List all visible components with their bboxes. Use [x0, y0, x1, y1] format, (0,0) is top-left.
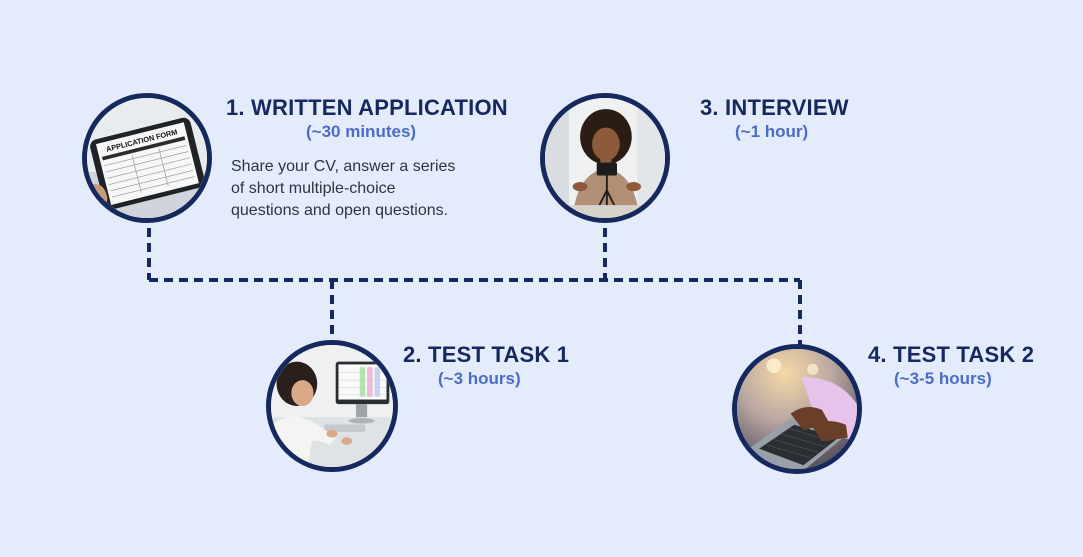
step-1-description-line: questions and open questions.	[231, 202, 449, 219]
step-1-description-line: Share your CV, answer a series	[231, 158, 456, 175]
step-3-title: 3. INTERVIEW	[700, 95, 849, 120]
step-2-duration: (~3 hours)	[438, 369, 521, 388]
step-3-duration: (~1 hour)	[735, 122, 809, 141]
step-4-title: 4. TEST TASK 2	[868, 342, 1035, 367]
woman-video-interview-photo	[545, 98, 665, 218]
step-2-photo	[266, 340, 398, 472]
step-1-photo: APPLICATION FORM	[82, 93, 212, 223]
step-1-duration: (~30 minutes)	[306, 122, 417, 141]
hands-typing-laptop-photo	[737, 349, 857, 469]
woman-at-computer-photo	[271, 345, 393, 467]
step-1-title: 1. WRITTEN APPLICATION	[226, 95, 508, 120]
tablet-application-form-photo: APPLICATION FORM	[87, 98, 207, 218]
step-1-description-line: of short multiple-choice	[231, 180, 396, 197]
step-4-duration: (~3-5 hours)	[894, 369, 992, 388]
step-4-photo	[732, 344, 862, 474]
step-3-photo	[540, 93, 670, 223]
step-2-title: 2. TEST TASK 1	[403, 342, 570, 367]
step-1-description: Share your CV, answer a series of short …	[231, 156, 481, 222]
